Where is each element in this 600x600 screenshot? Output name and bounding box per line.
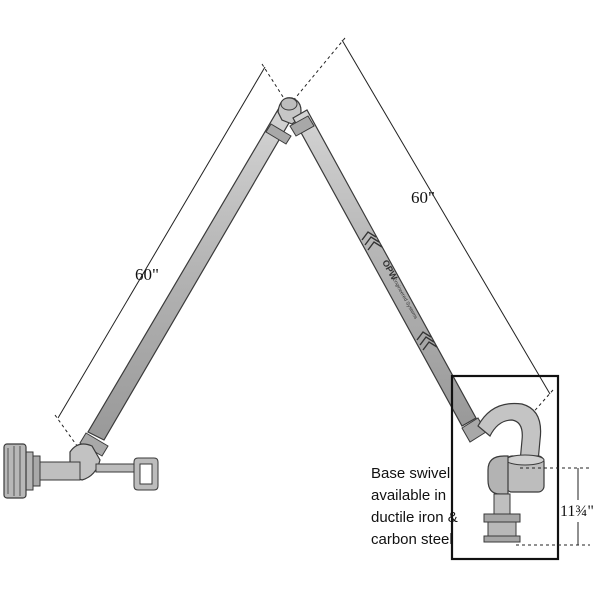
- inner-arm-tube: [292, 109, 477, 427]
- inner-arm-upper-flange: [289, 115, 315, 137]
- base-height-dimension: 11¾": [516, 467, 596, 546]
- callout-text-line-4: carbon steel: [371, 531, 453, 548]
- left-extension-bottom: [54, 414, 81, 451]
- base-mount-plate: [487, 521, 517, 537]
- inner-arm-chevrons-top: [361, 231, 383, 251]
- right-dimension: 60": [291, 37, 554, 417]
- coupler-ring-2: [25, 451, 34, 491]
- base-swivel-callout: Base swivel available in ductile iron & …: [371, 374, 560, 561]
- coupler-body: [3, 443, 27, 499]
- right-extension-top: [291, 37, 346, 103]
- left-extension-top: [261, 63, 286, 101]
- left-dimension-label: 60": [135, 265, 159, 284]
- left-dimension-line: [57, 66, 266, 419]
- left-dimension: 60": [54, 63, 286, 451]
- outer-arm-lower-flange: [79, 432, 109, 457]
- callout-text-line-2: available in: [371, 487, 446, 504]
- base-swivel-assembly: [461, 402, 545, 543]
- handle-grip: [133, 457, 159, 491]
- outer-arm-upper-flange: [265, 123, 292, 145]
- inner-arm-chevrons-bottom: [416, 331, 438, 351]
- base-mount-flange: [483, 513, 521, 523]
- callout-text-line-3: ductile iron &: [371, 509, 458, 526]
- right-dimension-label: 60": [411, 188, 435, 207]
- coupler-pipe: [39, 461, 81, 481]
- right-dimension-line: [341, 39, 551, 395]
- outer-arm: [79, 107, 294, 457]
- base-swivel-stem: [493, 493, 511, 515]
- coupler-assembly: [3, 443, 159, 499]
- apex-elbow-cap: [280, 97, 298, 111]
- base-swivel-elbow: [487, 455, 509, 495]
- base-swivel-riser: [477, 402, 542, 463]
- outer-arm-tube: [87, 107, 294, 441]
- handle-bar: [95, 463, 141, 473]
- base-height-label: 11¾": [560, 503, 594, 520]
- inner-arm: OPW Engineered Systems: [289, 109, 477, 427]
- callout-text-line-1: Base swivel: [371, 465, 450, 482]
